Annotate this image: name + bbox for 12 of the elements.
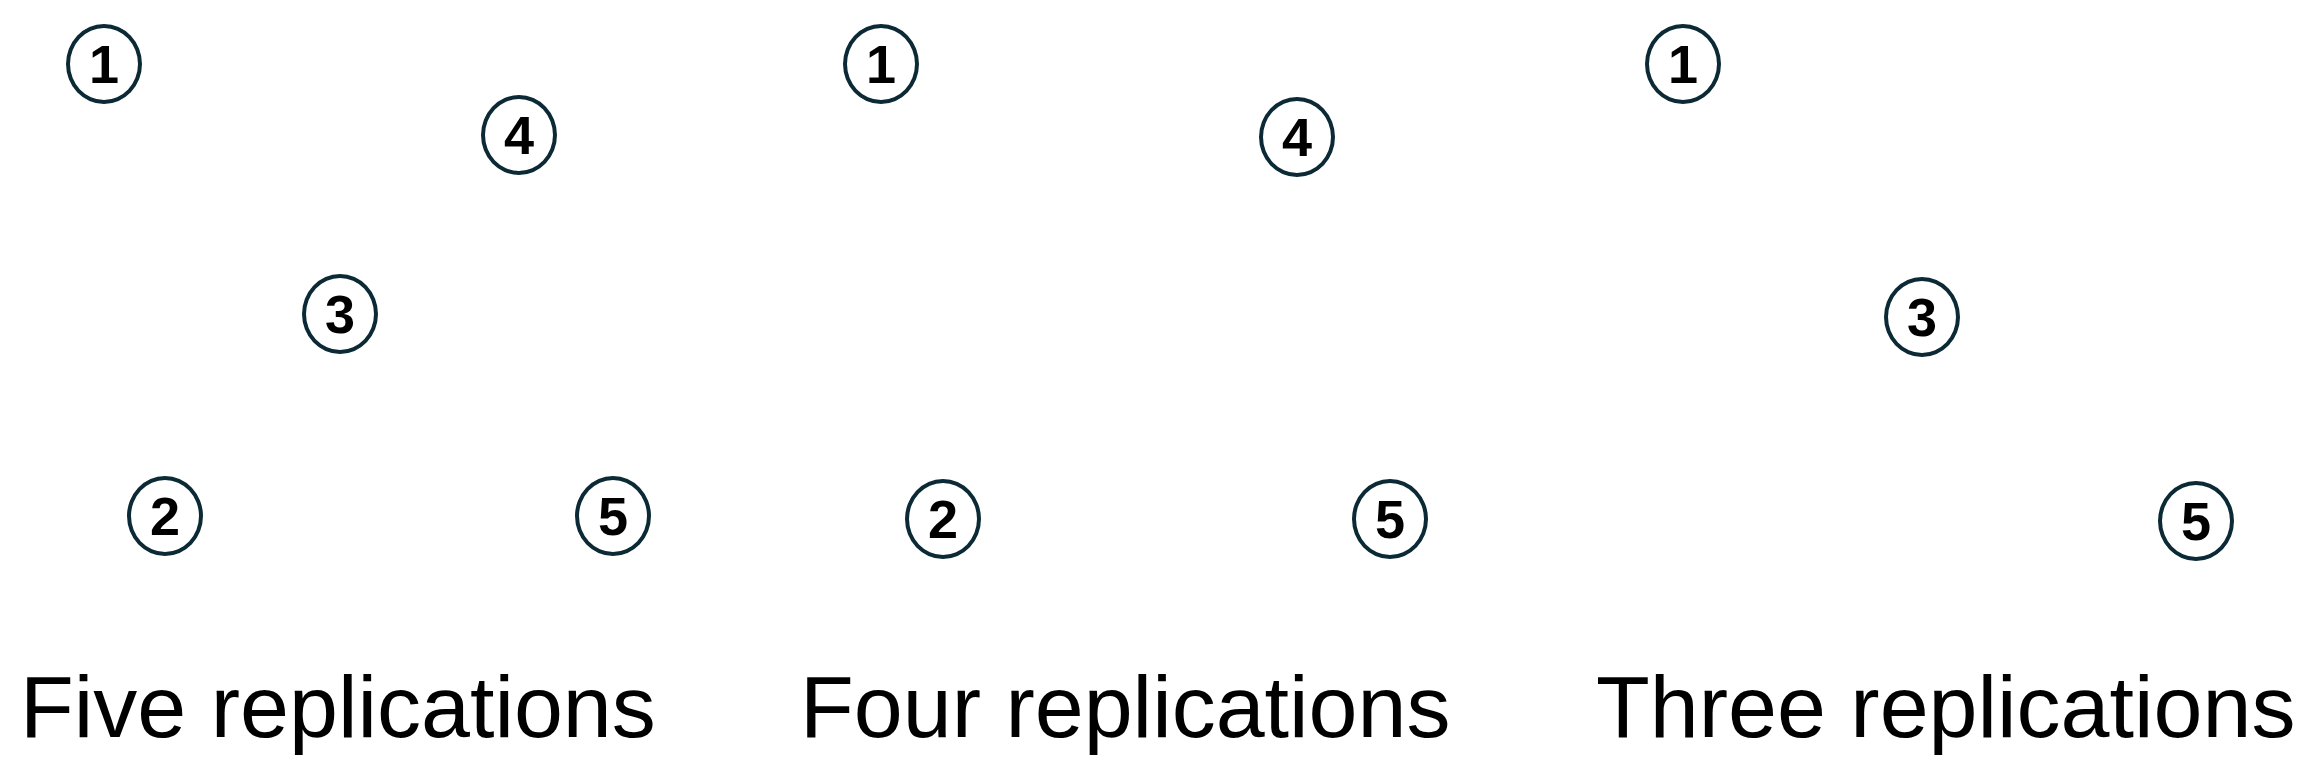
numbered-circle: 5 (1352, 479, 1428, 559)
numbered-circle: 2 (905, 479, 981, 559)
numbered-circle: 2 (127, 476, 203, 556)
numbered-circle: 3 (302, 274, 378, 354)
numbered-circle: 5 (2158, 481, 2234, 561)
numbered-circle: 5 (575, 476, 651, 556)
numbered-circle: 4 (481, 95, 557, 175)
numbered-circle: 1 (843, 24, 919, 104)
numbered-circle: 1 (66, 24, 142, 104)
numbered-circle: 3 (1884, 277, 1960, 357)
numbered-circle: 1 (1645, 24, 1721, 104)
numbered-circle: 4 (1259, 97, 1335, 177)
